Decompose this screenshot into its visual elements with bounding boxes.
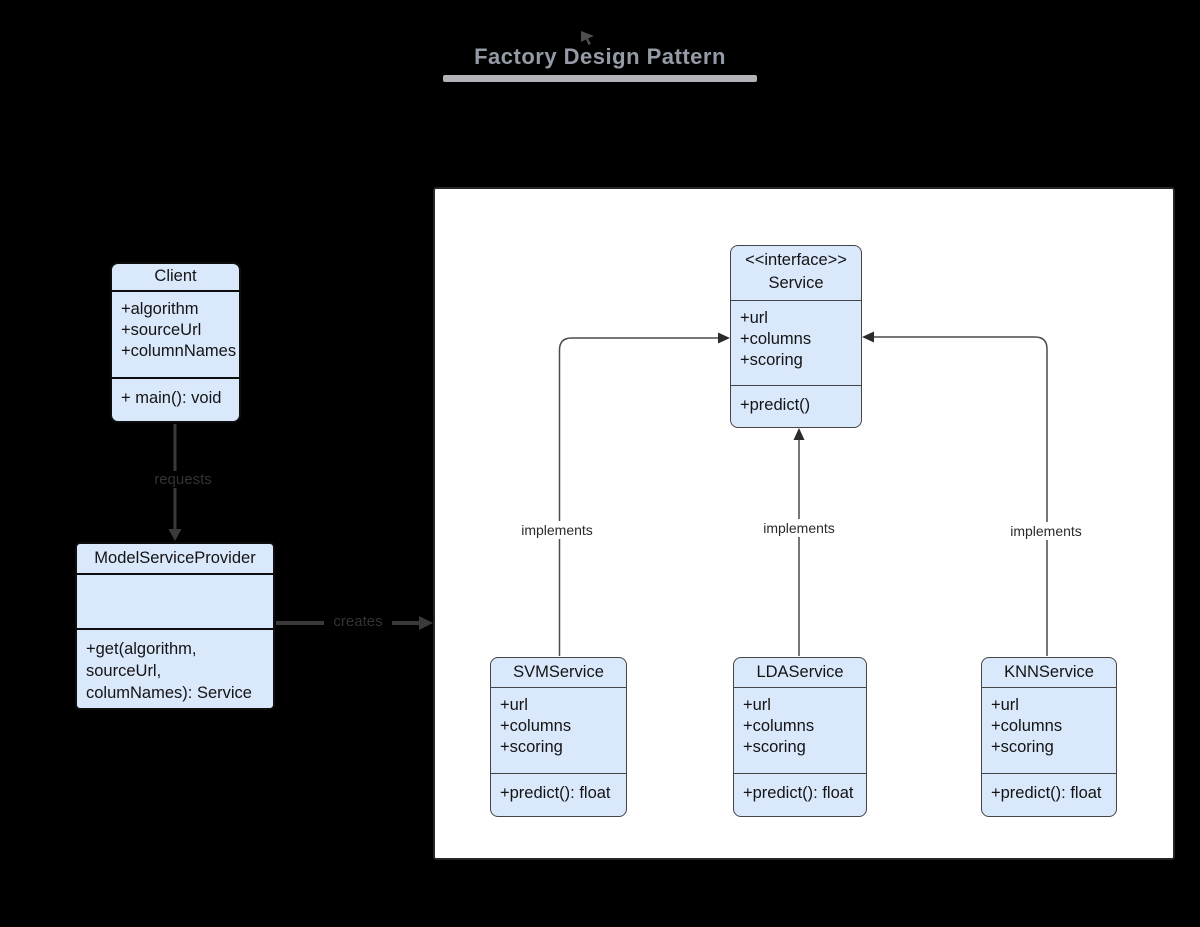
attribute: +columns xyxy=(740,330,812,348)
cursor-artifact-icon xyxy=(579,30,597,52)
interface-service: <<interface>> Service +url +columns +sco… xyxy=(730,245,862,428)
class-lda-name: LDAService xyxy=(734,658,866,688)
attribute: +columns xyxy=(991,717,1063,735)
attribute: +url xyxy=(743,696,771,714)
implements-label-lda: implements xyxy=(758,519,840,537)
title-underline xyxy=(443,75,757,82)
interface-name: Service xyxy=(768,274,824,292)
attribute: +url xyxy=(500,696,528,714)
attribute: +scoring xyxy=(500,738,563,756)
interface-service-name: <<interface>> Service xyxy=(731,246,861,301)
method: +predict(): float xyxy=(500,784,611,802)
attribute: +scoring xyxy=(740,351,803,369)
class-knn-methods: +predict(): float xyxy=(982,774,1116,804)
class-knn-service: KNNService +url +columns +scoring +predi… xyxy=(981,657,1117,817)
attribute: +url xyxy=(991,696,1019,714)
interface-service-attributes: +url +columns +scoring xyxy=(731,301,861,386)
method: +predict(): float xyxy=(991,784,1102,802)
attribute: +columns xyxy=(500,717,572,735)
class-knn-name: KNNService xyxy=(982,658,1116,688)
method: + main(): void xyxy=(121,389,222,407)
class-client-attributes: +algorithm +sourceUrl +columnNames xyxy=(112,292,239,379)
requests-label: requests xyxy=(145,471,221,488)
attribute: +scoring xyxy=(991,738,1054,756)
class-lda-methods: +predict(): float xyxy=(734,774,866,804)
method: +predict() xyxy=(740,396,811,414)
class-client-name: Client xyxy=(112,264,239,292)
method: +predict(): float xyxy=(743,784,854,802)
class-lda-service: LDAService +url +columns +scoring +predi… xyxy=(733,657,867,817)
diagram-title: Factory Design Pattern xyxy=(474,44,726,69)
attribute: +algorithm xyxy=(121,300,199,318)
stereotype: <<interface>> xyxy=(745,251,847,269)
attribute: +sourceUrl xyxy=(121,321,202,339)
class-svm-attributes: +url +columns +scoring xyxy=(491,688,626,774)
class-provider-attributes xyxy=(77,575,273,630)
class-client-methods: + main(): void xyxy=(112,379,239,409)
attribute: +url xyxy=(740,309,768,327)
attribute: +columns xyxy=(743,717,815,735)
class-client: Client +algorithm +sourceUrl +columnName… xyxy=(110,262,241,423)
implements-label-knn: implements xyxy=(1005,522,1087,540)
attribute: +columnNames xyxy=(121,342,237,360)
class-lda-attributes: +url +columns +scoring xyxy=(734,688,866,774)
implements-label-svm: implements xyxy=(516,521,598,539)
class-model-service-provider: ModelServiceProvider +get(algorithm, sou… xyxy=(75,542,275,710)
class-knn-attributes: +url +columns +scoring xyxy=(982,688,1116,774)
attribute: +scoring xyxy=(743,738,806,756)
interface-service-methods: +predict() xyxy=(731,386,861,416)
class-svm-name: SVMService xyxy=(491,658,626,688)
class-provider-name: ModelServiceProvider xyxy=(77,544,273,575)
class-svm-methods: +predict(): float xyxy=(491,774,626,804)
creates-label: creates xyxy=(324,613,392,630)
class-svm-service: SVMService +url +columns +scoring +predi… xyxy=(490,657,627,817)
class-provider-methods: +get(algorithm, sourceUrl, columNames): … xyxy=(77,630,273,704)
method: +get(algorithm, sourceUrl, columNames): … xyxy=(86,640,252,702)
